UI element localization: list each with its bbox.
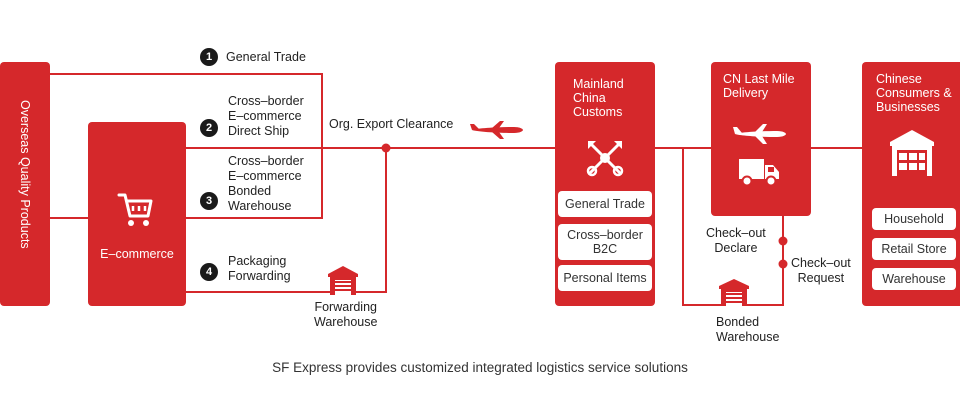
checkout-declare-label: Check–out Declare [706, 226, 766, 255]
truck-icon [739, 159, 779, 187]
forwarding-warehouse-icon [328, 266, 358, 295]
overseas-products-box: Overseas Quality Products [0, 62, 50, 306]
customs-item-cross-border-b2c: Cross–border B2C [558, 224, 652, 260]
customs-box: Mainland China Customs General Trade Cro… [555, 62, 655, 306]
route-1-label: General Trade [226, 50, 306, 64]
ecommerce-box: E–commerce [88, 122, 186, 306]
checkout-request-label: Check–out Request [791, 256, 851, 285]
consumers-title: Chinese Consumers & Businesses [876, 72, 952, 114]
route-2-marker: 2 [200, 119, 218, 137]
customs-emblem-icon [586, 141, 624, 177]
shopping-cart-icon [117, 193, 153, 226]
customs-item-general-trade: General Trade [558, 191, 652, 217]
consumer-item-retail-store: Retail Store [872, 238, 956, 260]
route-2-label: Cross–border E–commerce Direct Ship [228, 94, 304, 138]
airplane-icon [733, 124, 786, 144]
export-clearance-label: Org. Export Clearance [329, 117, 454, 131]
diagram-caption: SF Express provides customized integrate… [272, 360, 688, 375]
delivery-box: CN Last Mile Delivery [711, 62, 811, 216]
route-3-marker: 3 [200, 192, 218, 210]
warehouse-building-icon [890, 130, 934, 176]
route-1-marker: 1 [200, 48, 218, 66]
forwarding-warehouse-label: Forwarding Warehouse [314, 300, 378, 329]
bonded-warehouse-icon [719, 279, 749, 306]
route-4-marker: 4 [200, 263, 218, 281]
customs-title: Mainland China Customs [573, 77, 624, 119]
route-4-label: Packaging Forwarding [228, 254, 291, 283]
consumer-item-household: Household [872, 208, 956, 230]
ecommerce-label: E–commerce [100, 247, 174, 261]
airplane-icon [470, 121, 523, 139]
route-3-label: Cross–border E–commerce Bonded Warehouse [228, 154, 304, 213]
bonded-warehouse-label: Bonded Warehouse [716, 315, 780, 344]
overseas-products-label: Overseas Quality Products [18, 100, 32, 249]
customs-item-personal-items: Personal Items [558, 265, 652, 291]
consumers-box: Chinese Consumers & Businesses Household… [862, 62, 960, 306]
delivery-title: CN Last Mile Delivery [723, 72, 795, 100]
consumer-item-warehouse: Warehouse [872, 268, 956, 290]
